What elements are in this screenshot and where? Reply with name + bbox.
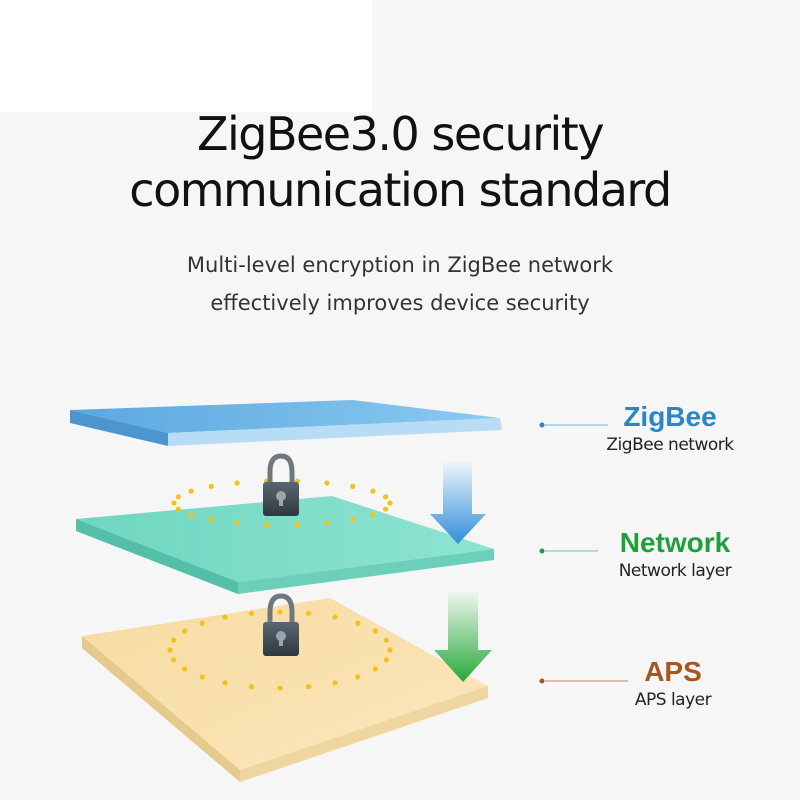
encryption-dot xyxy=(264,522,270,528)
title-line-2: communication standard xyxy=(129,163,672,217)
encryption-dot xyxy=(370,488,376,494)
zigbee-connector xyxy=(539,422,608,428)
aps-layer-plate xyxy=(82,598,488,782)
encryption-dot xyxy=(188,488,194,494)
encryption-dot xyxy=(383,637,389,643)
network-label: Network Network layer xyxy=(590,527,760,583)
arrow-down-icon xyxy=(434,592,492,682)
encryption-dot xyxy=(208,483,214,489)
encryption-dot xyxy=(167,647,173,653)
encryption-dot xyxy=(248,610,255,616)
subtitle-line-1: Multi-level encryption in ZigBee network xyxy=(186,253,614,277)
encryption-dots-aps xyxy=(167,609,393,691)
encryption-dots-network xyxy=(171,478,393,528)
encryption-dot xyxy=(324,480,330,486)
encryption-dot xyxy=(277,609,283,615)
encryption-dot xyxy=(234,480,240,486)
encryption-dot xyxy=(182,628,188,634)
zigbee-label: ZigBee ZigBee network xyxy=(590,401,750,457)
network-layer-plate xyxy=(76,478,494,594)
encryption-dot xyxy=(208,517,214,523)
encryption-dot xyxy=(222,614,228,620)
aps-label-subtitle: APS layer xyxy=(634,690,712,710)
encryption-dot xyxy=(294,522,300,528)
encryption-dot xyxy=(350,483,356,489)
page-subtitle: Multi-level encryption in ZigBee network… xyxy=(0,246,800,322)
network-label-title: Network xyxy=(619,527,731,558)
aps-label-title: APS xyxy=(644,656,702,687)
encryption-dot xyxy=(305,684,312,690)
zigbee-label-subtitle: ZigBee network xyxy=(606,435,734,455)
network-label-subtitle: Network layer xyxy=(618,561,732,581)
encryption-dot xyxy=(171,637,177,643)
subtitle-line-2: effectively improves device security xyxy=(210,291,590,315)
encryption-dot xyxy=(355,620,361,626)
encryption-dot xyxy=(188,512,194,518)
encryption-dot xyxy=(277,685,283,691)
encryption-dot xyxy=(332,614,338,620)
encryption-dot xyxy=(199,620,205,626)
aps-connector xyxy=(539,678,628,684)
encryption-dot xyxy=(171,500,177,506)
network-connector xyxy=(539,548,598,554)
encryption-dot xyxy=(372,666,378,672)
encryption-dot xyxy=(387,647,393,653)
zigbee-label-title: ZigBee xyxy=(623,401,717,432)
padlock-icon xyxy=(263,593,299,656)
padlock-icon xyxy=(263,453,299,516)
encryption-dot xyxy=(350,517,356,523)
encryption-dot xyxy=(355,674,361,680)
zigbee-layer-plate xyxy=(70,400,502,446)
page-title: ZigBee3.0 security communication standar… xyxy=(0,106,800,218)
encryption-dot xyxy=(182,666,188,672)
arrow-down-icon xyxy=(430,462,486,544)
encryption-dot xyxy=(324,520,330,526)
encryption-dot xyxy=(332,680,338,686)
encryption-dot xyxy=(199,674,205,680)
encryption-dot xyxy=(175,506,181,512)
encryption-dot xyxy=(372,628,378,634)
encryption-dot xyxy=(248,684,255,690)
encryption-dot xyxy=(383,657,389,663)
background-patch xyxy=(0,0,372,112)
encryption-dot xyxy=(222,680,228,686)
encryption-dot xyxy=(171,657,177,663)
encryption-dot xyxy=(305,610,312,616)
aps-label: APS APS layer xyxy=(603,656,743,712)
encryption-dot xyxy=(234,520,240,526)
encryption-dot xyxy=(175,494,181,500)
title-line-1: ZigBee3.0 security xyxy=(196,107,605,161)
encryption-dot xyxy=(383,494,389,500)
encryption-dot xyxy=(370,512,376,518)
encryption-dot xyxy=(387,500,393,506)
encryption-dot xyxy=(383,506,389,512)
